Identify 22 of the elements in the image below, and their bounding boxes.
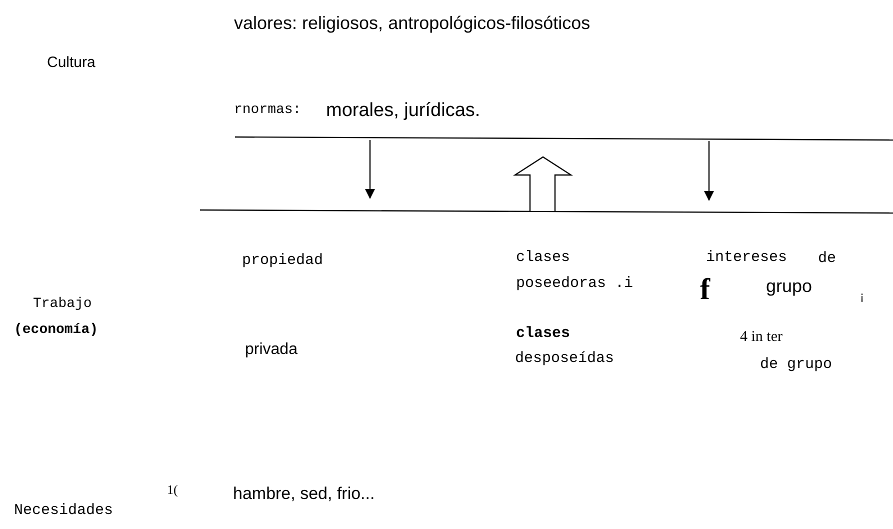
label-text: clases	[516, 326, 570, 341]
label-text: hambre, sed, frio...	[233, 485, 375, 502]
level-label: (economía)	[14, 323, 98, 337]
note-text: rnormas:	[234, 103, 302, 117]
stray-mark: 1(	[167, 483, 178, 496]
label-text: intereses	[706, 250, 788, 265]
label-text: f	[700, 275, 710, 305]
label-text: ¡	[860, 290, 864, 302]
label-text: 4 in ter	[740, 330, 782, 345]
label-text: de	[818, 251, 836, 266]
note-text: morales, jurídicas.	[326, 101, 480, 120]
label-text: clases	[516, 250, 570, 265]
level-label: Cultura	[47, 55, 96, 70]
label-text: grupo	[766, 277, 812, 295]
note-text: valores: religiosos, antropológicos-filosóticos	[234, 14, 590, 32]
label-text: poseedoras .i	[516, 276, 634, 291]
label-text: propiedad	[242, 253, 324, 268]
label-text: privada	[245, 342, 298, 358]
level-label: Necesidades	[14, 503, 114, 518]
label-text: desposeídas	[515, 351, 614, 366]
label-text: de grupo	[760, 357, 832, 372]
level-label: Trabajo	[33, 297, 92, 311]
